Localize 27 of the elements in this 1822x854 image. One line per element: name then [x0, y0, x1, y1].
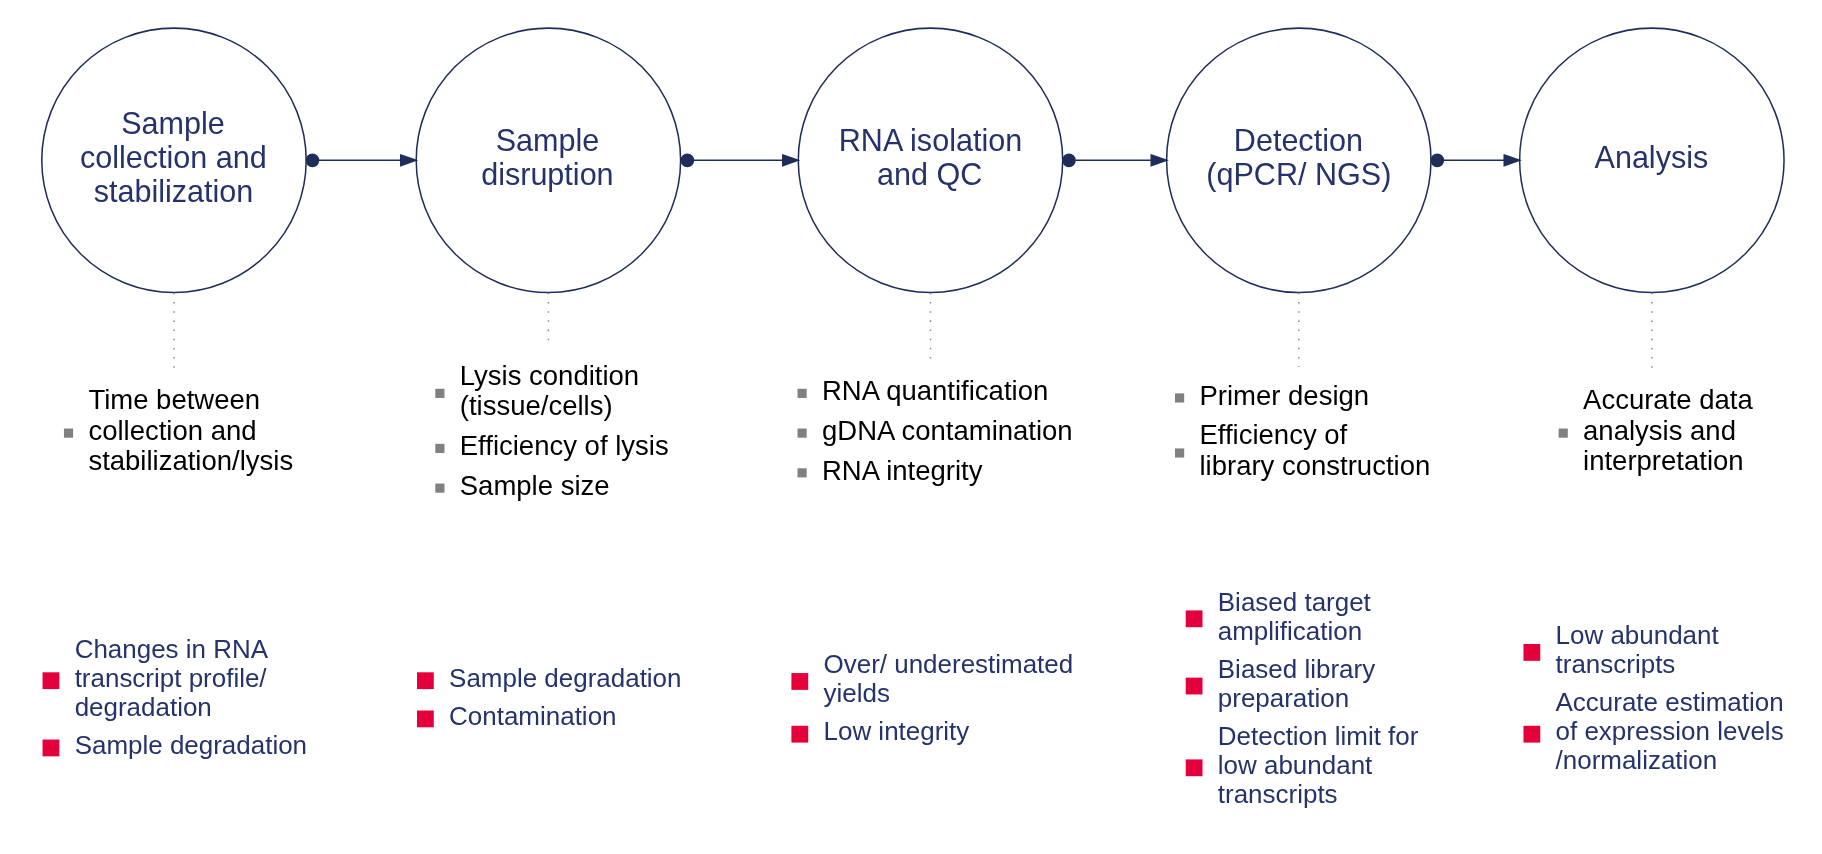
- node-label: Accurate data analysis and interpretation: [1583, 384, 1753, 477]
- node-text: RNA quantification gDNA contamination RNA integrity: [821, 375, 1073, 486]
- node-label: Time between collection and stabilization/lysis: [88, 384, 294, 477]
- node-label: Sample degradation: [449, 662, 682, 693]
- node-label: Low abundant transcripts: [1555, 620, 1719, 680]
- node-label: Detection limit for low abundant transcripts: [1217, 721, 1419, 810]
- node-box: [1558, 428, 1568, 438]
- node-circle: Detection (qPCR/ NGS): [1165, 27, 1432, 294]
- node-label: Low integrity: [823, 716, 970, 747]
- node-label: Biased library preparation: [1217, 653, 1376, 713]
- arrow: [1430, 153, 1522, 168]
- node-text: Primer design Efficiency of library construction: [1199, 379, 1431, 481]
- node-label: Biased target amplification: [1217, 586, 1371, 646]
- node-circle: RNA isolation and QC: [797, 27, 1064, 294]
- node-box: [63, 428, 74, 438]
- node-label: Changes in RNA transcript profile/ degradation: [74, 633, 269, 722]
- arrow: [1062, 153, 1169, 168]
- node-circle: Sample collection and stabilization: [41, 27, 307, 294]
- node-circle: Sample disruption: [415, 27, 682, 294]
- node-label: Contamination: [449, 701, 617, 732]
- node-text: Lysis condition (tissue/cells) Efficiency of lysis Sample size: [459, 359, 669, 501]
- node-label: Sample degradation: [74, 730, 308, 761]
- arrow: [305, 153, 419, 168]
- node-circle: Analysis: [1518, 27, 1785, 294]
- arrow: [680, 153, 801, 168]
- node-label: Over/ underestimated yields: [823, 649, 1074, 709]
- node-label: Accurate estimation of expression levels /normalization: [1555, 687, 1784, 776]
